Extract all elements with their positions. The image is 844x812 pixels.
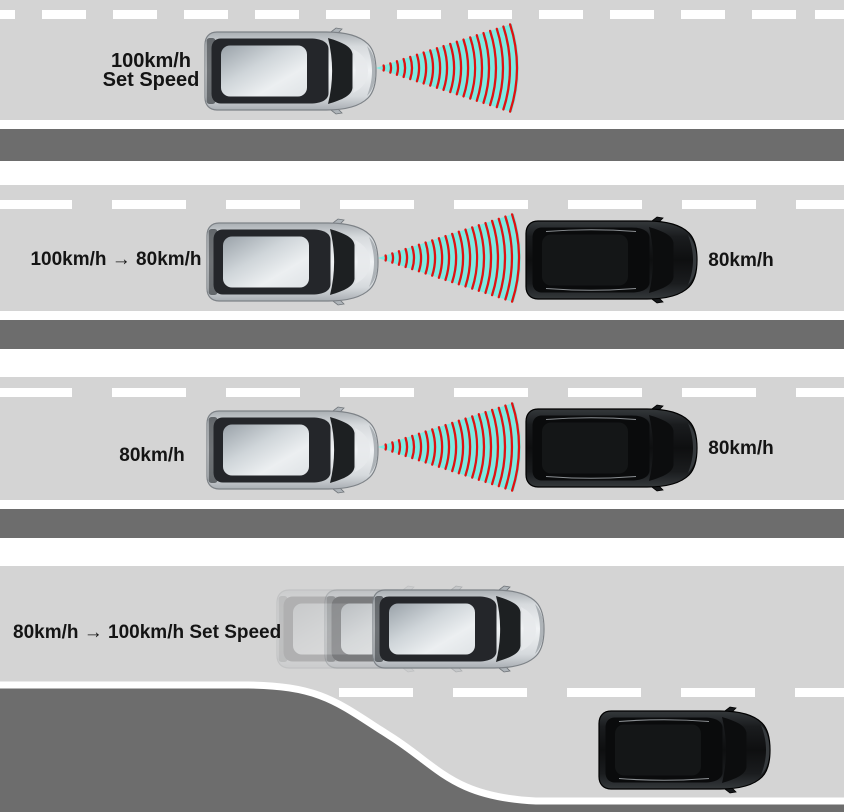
scene-3-ego-speed-label: 80km/h: [119, 445, 185, 466]
scene-1-label-line-2: Set Speed: [102, 69, 200, 91]
road-divider-2: [0, 320, 844, 349]
lane-1-dashed-line: [0, 10, 844, 19]
road-divider-1: [0, 129, 844, 161]
scene-2-ego-speed-label: 100km/h → 80km/h: [30, 249, 202, 270]
lane-3-dashed-line: [0, 388, 844, 397]
scene-3-lead-speed-label: 80km/h: [708, 438, 774, 459]
scene-4-ego-speed-label: 80km/h → 100km/h Set Speed: [13, 622, 282, 643]
scene-1-ego-speed-label: 100km/h Set Speed: [52, 50, 250, 91]
lane-2-dashed-line: [0, 200, 844, 209]
scene-1-label-line-1: 100km/h: [110, 50, 192, 72]
lane-4-dashed-line: [339, 688, 844, 697]
road-divider-3: [0, 509, 844, 538]
scene-2-lead-speed-label: 80km/h: [708, 250, 774, 271]
